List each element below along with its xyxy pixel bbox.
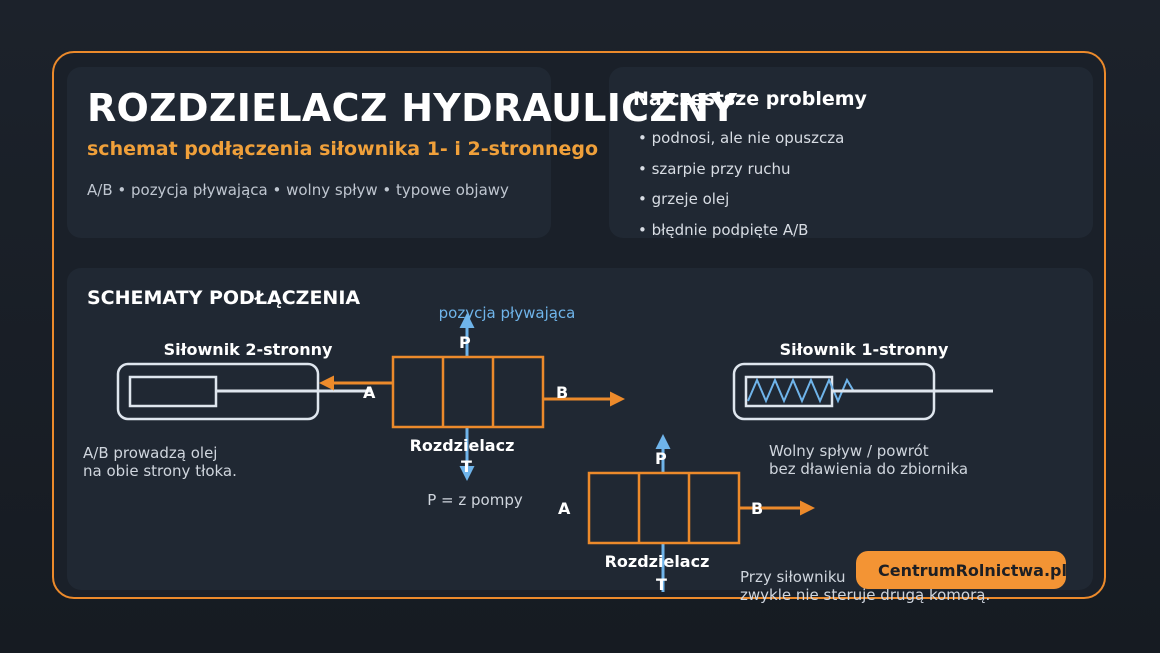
brand-badge xyxy=(856,551,1066,589)
valve1-port-t: T xyxy=(461,457,472,476)
valve2-label: Rozdzielacz xyxy=(605,552,710,571)
problems-title: Najczęstsze problemy xyxy=(633,88,867,110)
page-subtitle: schemat podłączenia siłownika 1- i 2-str… xyxy=(87,138,599,160)
valve1-label: Rozdzielacz xyxy=(410,436,515,455)
problems-panel xyxy=(609,67,1093,238)
schematics-panel xyxy=(67,268,1093,590)
single-acting-note-1: Wolny spływ / powrót xyxy=(769,442,929,460)
double-acting-note-1: A/B prowadzą olej xyxy=(83,444,217,462)
single-acting-title: Siłownik 1-stronny xyxy=(780,340,949,359)
valve1-port-b: B xyxy=(556,383,568,402)
double-acting-title: Siłownik 2-stronny xyxy=(164,340,333,359)
hero-panel xyxy=(67,67,551,238)
valve1-port-a: A xyxy=(363,383,376,402)
valve2-note-1: Przy siłowniku xyxy=(740,568,846,586)
valve2-port-b: B xyxy=(751,499,763,518)
valve1-note: P = z pompy xyxy=(427,491,523,509)
double-acting-piston xyxy=(128,375,218,408)
valve2-note-2: zwykle nie steruje drugą komorą. xyxy=(740,586,990,604)
valve1-body xyxy=(391,355,545,429)
floating-position-label: pozycja pływająca xyxy=(439,304,576,322)
valve2-port-a: A xyxy=(558,499,571,518)
topic-tags: A/B • pozycja pływająca • wolny spływ • … xyxy=(87,181,509,199)
valve2-port-t: T xyxy=(656,575,667,594)
problem-item: • grzeje olej xyxy=(638,190,730,208)
valve2-body xyxy=(587,471,741,545)
page-title: ROZDZIELACZ HYDRAULICZNY xyxy=(87,86,738,130)
problem-item: • błędnie podpięte A/B xyxy=(638,220,809,239)
valve1-port-p: P xyxy=(459,333,471,352)
brand-name: CentrumRolnictwa.pl xyxy=(878,561,1067,580)
problem-item: • szarpie przy ruchu xyxy=(638,159,791,178)
spring-icon xyxy=(747,377,854,404)
problems-list: • podnosi, ale nie opuszcza • szarpie pr… xyxy=(638,129,844,251)
schematics-title: SCHEMATY PODŁĄCZENIA xyxy=(87,287,361,309)
double-acting-note-2: na obie strony tłoka. xyxy=(83,462,237,480)
valve2-port-p: P xyxy=(655,449,667,468)
problem-item: • podnosi, ale nie opuszcza xyxy=(638,129,845,147)
single-acting-note-2: bez dławienia do zbiornika xyxy=(769,460,968,478)
